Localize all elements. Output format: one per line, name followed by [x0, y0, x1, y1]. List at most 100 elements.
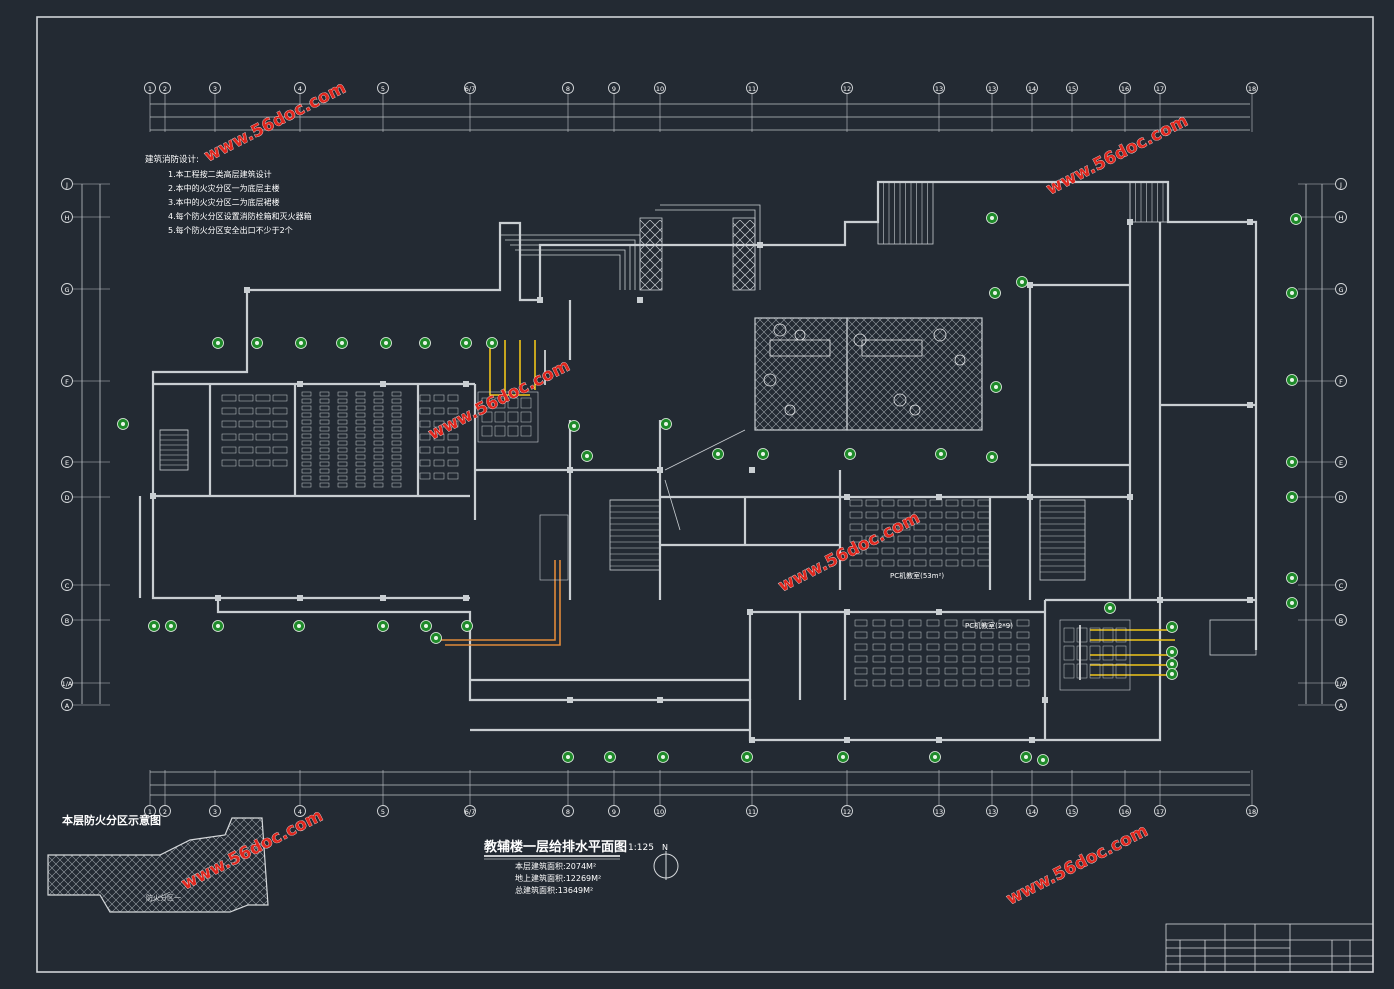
- hydrant-icon: [837, 751, 849, 763]
- hydrant-icon: [1286, 572, 1298, 584]
- hydrant-icon: [990, 381, 1002, 393]
- hydrant-icon: [604, 751, 616, 763]
- axis-label-row: J: [65, 181, 68, 189]
- pc-lab-label-1: PC机教室(53m²): [890, 571, 944, 580]
- axis-bubble-col: [654, 82, 666, 94]
- axis-label-col: 10: [656, 808, 664, 816]
- hydrant-icon: [293, 620, 305, 632]
- axis-bubble-row: [61, 178, 73, 190]
- axis-bubble-col: [841, 82, 853, 94]
- hydrant-icon: [461, 620, 473, 632]
- hydrant-icon: [212, 620, 224, 632]
- hydrant-icon: [757, 448, 769, 460]
- hydrant-icon: [251, 337, 263, 349]
- axis-label-col: 9: [612, 85, 616, 93]
- axis-bubble-col: [144, 805, 156, 817]
- hydrant-icon: [1286, 456, 1298, 468]
- axis-label-col: 8: [566, 808, 570, 816]
- hydrant-icon: [430, 632, 442, 644]
- drawing-title: 教辅楼一层给排水平面图: [483, 839, 627, 855]
- axis-bubble-col: [608, 82, 620, 94]
- hydrant-icon: [1166, 621, 1178, 633]
- axis-label-row: D: [64, 494, 69, 502]
- axis-label-col: 13: [935, 85, 943, 93]
- axis-label-row: D: [1338, 494, 1343, 502]
- hydrant-icon: [165, 620, 177, 632]
- classroom-desks: [221, 391, 1030, 687]
- axis-label-row: B: [1339, 617, 1343, 625]
- axis-bubble-row: [1335, 491, 1347, 503]
- fire-zone-caption: 本层防火分区示意图: [62, 813, 161, 827]
- hydrant-icon: [562, 751, 574, 763]
- axis-label-col: 4: [298, 85, 302, 93]
- axis-bubble-row: [61, 375, 73, 387]
- axis-label-row: C: [65, 582, 70, 590]
- stairs: [159, 181, 1257, 656]
- axis-label-col: 16: [1121, 808, 1129, 816]
- axis-label-col: 13: [935, 808, 943, 816]
- hydrant-icon: [380, 337, 392, 349]
- stat-floor-area: 本层建筑面积:2074M²: [515, 861, 596, 871]
- axis-bubble-col: [159, 805, 171, 817]
- axis-label-col: 17: [1156, 85, 1164, 93]
- hydrant-icon: [935, 448, 947, 460]
- right-dimension-lines: [1305, 184, 1323, 704]
- axis-label-row: C: [1339, 582, 1344, 590]
- hydrant-icon: [986, 212, 998, 224]
- axis-bubble-col: [377, 82, 389, 94]
- axis-bubble-col: [933, 805, 945, 817]
- hydrant-icon: [1016, 276, 1028, 288]
- axis-label-col: 13: [988, 808, 996, 816]
- axis-bubble-col: [464, 82, 476, 94]
- axis-bubble-col: [1119, 805, 1131, 817]
- watermark-text: www.56doc.com: [201, 78, 349, 167]
- axis-label-col: 2: [163, 808, 167, 816]
- axis-bubble-row: [61, 677, 73, 689]
- hydrant-icon: [419, 337, 431, 349]
- axis-bubble-col: [986, 82, 998, 94]
- axis-label-col: 16: [1121, 85, 1129, 93]
- axis-bubble-col: [1119, 82, 1131, 94]
- top-dimension-lines: [150, 103, 1250, 131]
- hydrant-icon: [929, 751, 941, 763]
- axis-bubble-row: [61, 491, 73, 503]
- watermark-text: www.56doc.com: [775, 508, 923, 597]
- axis-bubble-row: [61, 211, 73, 223]
- hydrant-icon: [377, 620, 389, 632]
- axis-bubble-col: [608, 805, 620, 817]
- axis-label-col: 11: [748, 808, 756, 816]
- fire-hydrant-markers: [117, 212, 1302, 766]
- axis-label-row: B: [65, 617, 69, 625]
- building-walls: [138, 180, 1258, 742]
- hydrant-icon: [420, 620, 432, 632]
- axis-bubble-col: [1154, 805, 1166, 817]
- hydrant-icon: [844, 448, 856, 460]
- axis-label-col: 6/7: [465, 808, 475, 816]
- colored-pipes: [440, 340, 1175, 680]
- hydrant-icon: [148, 620, 160, 632]
- hydrant-icon: [212, 337, 224, 349]
- axis-label-col: 17: [1156, 808, 1164, 816]
- hydrant-icon: [336, 337, 348, 349]
- sheet-border: [36, 16, 1374, 973]
- axis-bubble-col: [294, 82, 306, 94]
- axis-bubble-row: [1335, 579, 1347, 591]
- fire-zone-label: 防火分区一: [146, 893, 181, 902]
- axis-bubble-col: [933, 82, 945, 94]
- axis-label-row: 1/A: [1336, 680, 1347, 688]
- axis-label-col: 6/7: [465, 85, 475, 93]
- hydrant-icon: [986, 451, 998, 463]
- grid-panels: [640, 220, 755, 290]
- watermark-text: www.56doc.com: [425, 356, 573, 445]
- notes-line-1: 1.本工程按二类高层建筑设计: [168, 169, 272, 179]
- axis-label-col: 12: [843, 85, 851, 93]
- axis-label-row: J: [1339, 181, 1342, 189]
- axis-label-col: 9: [612, 808, 616, 816]
- design-notes: 建筑消防设计: 1.本工程按二类高层建筑设计 2.本中的火灾分区一为底层主楼 3…: [145, 154, 312, 235]
- axis-label-col: 3: [213, 808, 217, 816]
- hydrant-icon: [1166, 668, 1178, 680]
- axis-label-col: 1: [148, 808, 152, 816]
- hydrant-icon: [1166, 658, 1178, 670]
